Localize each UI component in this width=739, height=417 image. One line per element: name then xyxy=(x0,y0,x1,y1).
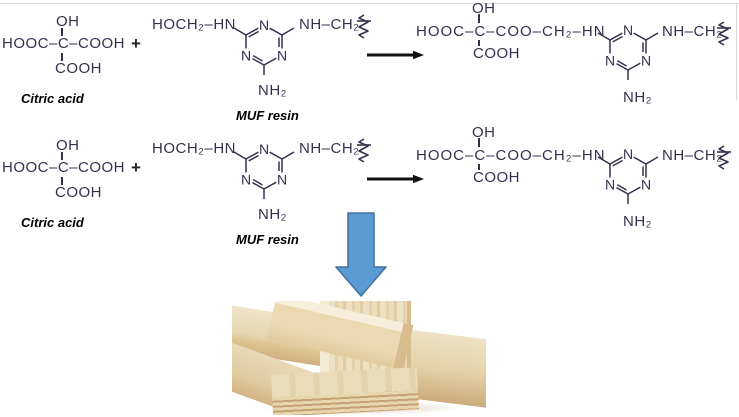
product-nh2: NH₂ xyxy=(623,213,652,230)
polymer-squiggle-icon xyxy=(717,145,731,170)
ring-n-right: N xyxy=(277,48,287,64)
right-border-line xyxy=(736,3,737,100)
polymer-squiggle-icon xyxy=(357,138,371,163)
citric-main-chain: HOOC–C–COOH xyxy=(2,159,126,176)
plus-sign: + xyxy=(131,34,141,53)
bond-cooh xyxy=(478,40,480,46)
product-main-chain: HOOC–C–COO–CH₂–HN xyxy=(416,147,606,164)
bond-cooh xyxy=(61,177,63,185)
ring-n-top: N xyxy=(259,17,269,33)
citric-acid-label: Citric acid xyxy=(21,215,84,230)
down-arrow-icon xyxy=(335,212,387,297)
triazine-ring: N N N xyxy=(597,146,659,204)
citric-cooh: COOH xyxy=(55,184,102,201)
muf-resin-label: MUF resin xyxy=(236,108,299,123)
product-oh: OH xyxy=(472,124,496,141)
plus-sign: + xyxy=(131,158,141,177)
bond-oh xyxy=(61,28,63,36)
citric-oh: OH xyxy=(56,137,80,154)
reaction-row-1: OH HOOC–C–COOH COOH Citric acid + HOCH₂–… xyxy=(0,0,739,124)
ring-n-right: N xyxy=(641,177,651,193)
ring-n-left: N xyxy=(605,53,615,69)
reaction-arrow-icon xyxy=(367,174,424,184)
ring-n-left: N xyxy=(605,177,615,193)
triazine-ring: N N N xyxy=(233,17,295,75)
ring-n-left: N xyxy=(241,48,251,64)
reaction-row-2: OH HOOC–C–COOH COOH Citric acid + HOCH₂–… xyxy=(0,124,739,248)
muf-right-chain: NH–CH₂ xyxy=(299,16,360,33)
ring-n-top: N xyxy=(623,22,633,38)
citric-cooh: COOH xyxy=(55,60,102,77)
wood-board-front-plywood xyxy=(271,367,419,415)
citric-main-chain: HOOC–C–COOH xyxy=(2,35,126,52)
bond-cooh xyxy=(478,164,480,170)
bond-oh xyxy=(478,14,480,23)
muf-resin-label: MUF resin xyxy=(236,232,299,247)
top-border-line xyxy=(0,3,739,4)
polymer-squiggle-icon xyxy=(717,21,731,46)
product-oh: OH xyxy=(472,0,496,17)
reaction-arrow-icon xyxy=(367,50,424,60)
bond-cooh xyxy=(61,53,63,61)
ring-n-right: N xyxy=(641,53,651,69)
ring-n-left: N xyxy=(241,172,251,188)
muf-nh2: NH₂ xyxy=(258,82,287,99)
ring-n-top: N xyxy=(259,141,269,157)
ring-n-right: N xyxy=(277,172,287,188)
triazine-ring: N N N xyxy=(233,141,295,199)
bond-oh xyxy=(478,138,480,147)
product-cooh: COOH xyxy=(473,169,520,186)
muf-right-chain: NH–CH₂ xyxy=(299,140,360,157)
citric-oh: OH xyxy=(56,13,80,30)
muf-nh2: NH₂ xyxy=(258,206,287,223)
product-cooh: COOH xyxy=(473,45,520,62)
citric-acid-label: Citric acid xyxy=(21,91,84,106)
bond-oh xyxy=(61,152,63,160)
product-nh2: NH₂ xyxy=(623,89,652,106)
product-main-chain: HOOC–C–COO–CH₂–HN xyxy=(416,23,606,40)
muf-left-chain: HOCH₂–HN xyxy=(152,140,236,157)
wood-boards-photo xyxy=(232,301,486,415)
product-right-chain: NH–CH₂ xyxy=(662,147,723,164)
muf-left-chain: HOCH₂–HN xyxy=(152,16,236,33)
ring-n-top: N xyxy=(623,146,633,162)
polymer-squiggle-icon xyxy=(357,14,371,39)
product-right-chain: NH–CH₂ xyxy=(662,23,723,40)
triazine-ring: N N N xyxy=(597,22,659,80)
